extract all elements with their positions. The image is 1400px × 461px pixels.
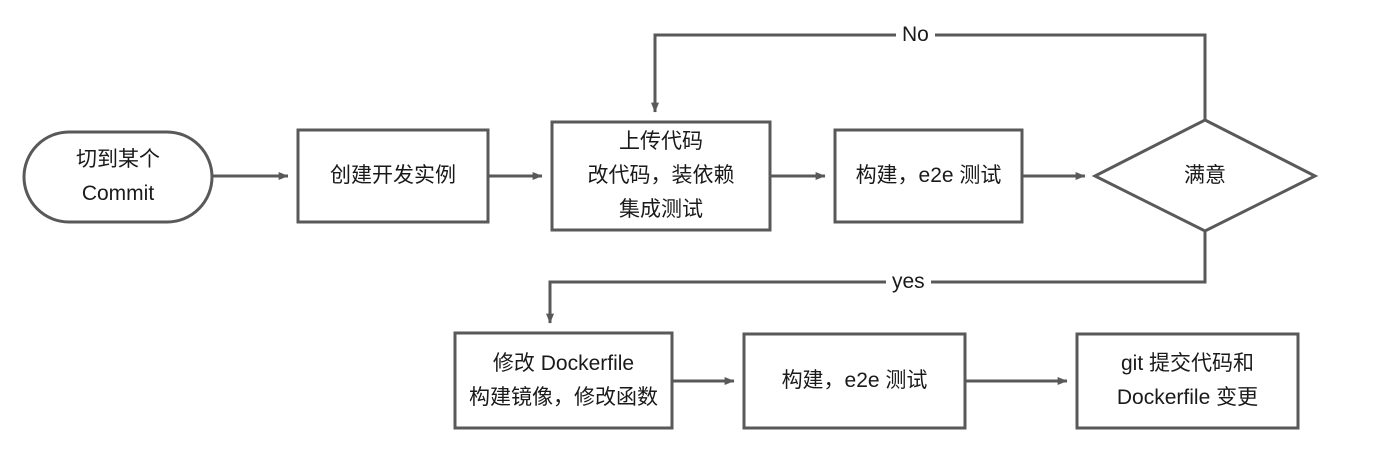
node-git-commit-shape (1075, 332, 1300, 430)
node-build-e2e-test-2-shape (742, 332, 967, 430)
edge-decision-no-to-upload (651, 33, 1207, 120)
edge-label-no: No (896, 24, 935, 45)
node-satisfied-decision-shape (1091, 118, 1319, 233)
edge-decision-yes-to-modify (546, 231, 1207, 324)
node-build-e2e-test-1-shape (833, 128, 1024, 224)
node-modify-dockerfile-shape (453, 331, 674, 430)
node-start-shape (22, 130, 214, 224)
node-create-dev-instance-shape (296, 128, 490, 224)
node-upload-code-shape (550, 120, 772, 232)
edge-label-yes: yes (886, 271, 931, 292)
